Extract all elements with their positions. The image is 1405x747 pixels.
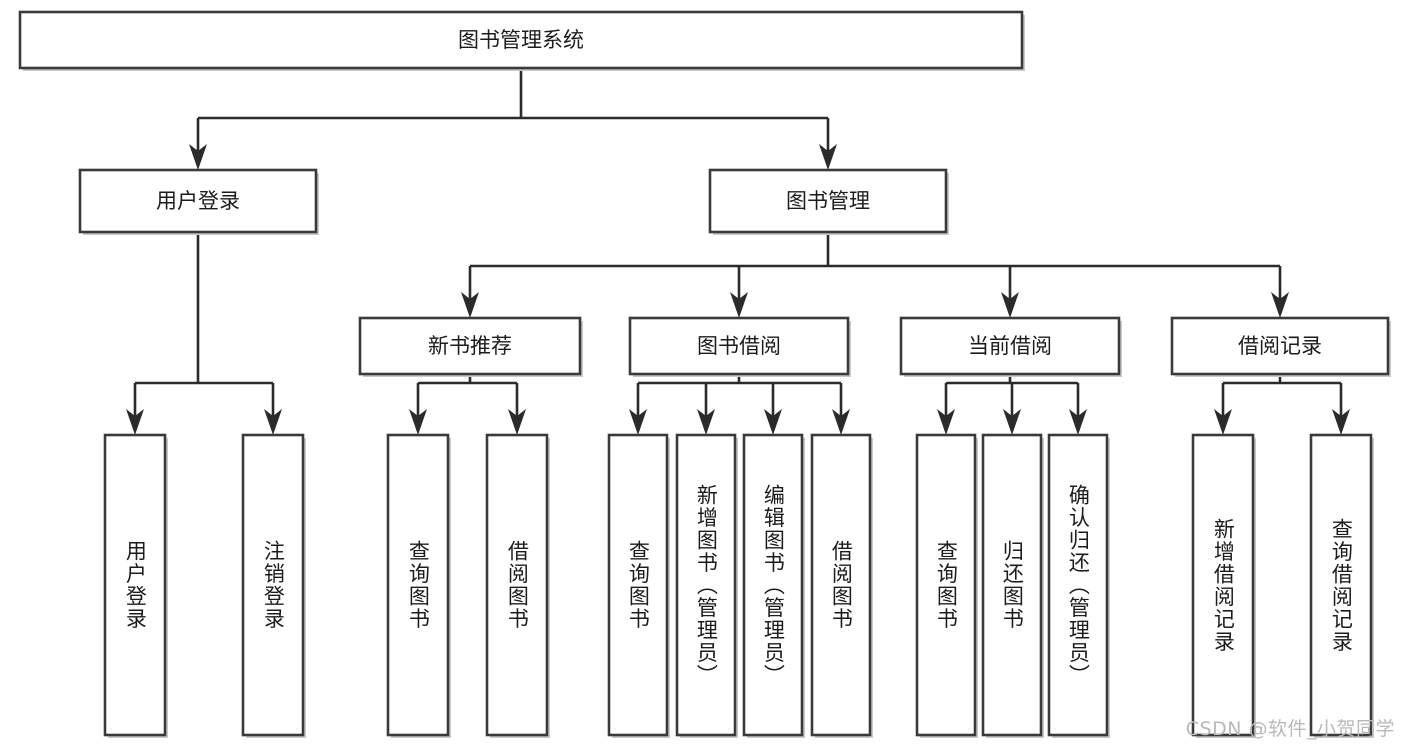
arrow-head-icon: [264, 409, 282, 435]
node-label-book-borrow: 图书借阅: [697, 334, 781, 358]
node-box-leaf-add-record[interactable]: [1191, 433, 1255, 737]
arrow-head-icon: [819, 144, 837, 170]
node-box-leaf-query-book-borrow[interactable]: [607, 433, 669, 737]
node-box-user-login[interactable]: [78, 168, 318, 234]
arrow-head-icon: [1001, 292, 1019, 318]
node-box-leaf-borrow-book[interactable]: [810, 433, 872, 737]
node-label-book-manage: 图书管理: [786, 189, 870, 213]
node-box-leaf-add-book[interactable]: [675, 433, 737, 737]
arrow-head-icon: [730, 292, 748, 318]
node-box-leaf-borrow-book-rec[interactable]: [485, 433, 549, 737]
arrow-head-icon: [697, 409, 715, 435]
node-box-leaf-user-logout[interactable]: [241, 433, 305, 737]
arrow-head-icon: [629, 409, 647, 435]
node-label-new-book-recommend: 新书推荐: [428, 334, 512, 358]
node-box-book-borrow[interactable]: [628, 316, 850, 376]
node-box-leaf-edit-book[interactable]: [742, 433, 804, 737]
node-box-current-borrow[interactable]: [899, 316, 1121, 376]
arrow-head-icon: [937, 409, 955, 435]
arrow-head-icon: [1069, 409, 1087, 435]
node-box-book-manage[interactable]: [708, 168, 948, 234]
arrow-head-icon: [1214, 409, 1232, 435]
node-label-root: 图书管理系统: [458, 28, 584, 52]
boxes-layer: [18, 10, 1391, 738]
arrow-head-icon: [1003, 409, 1021, 435]
node-box-new-book-recommend[interactable]: [358, 316, 582, 376]
arrow-head-icon: [126, 409, 144, 435]
node-box-borrow-records[interactable]: [1170, 316, 1390, 376]
arrow-head-icon: [832, 409, 850, 435]
node-label-current-borrow: 当前借阅: [968, 334, 1052, 358]
arrow-head-icon: [508, 409, 526, 435]
arrow-head-icon: [461, 292, 479, 318]
arrow-head-icon: [1271, 292, 1289, 318]
node-box-leaf-query-book-current[interactable]: [915, 433, 977, 737]
arrow-head-icon: [1332, 409, 1350, 435]
csdn-watermark: CSDN @软件_小贺同学: [1185, 718, 1395, 740]
node-box-leaf-query-record[interactable]: [1309, 433, 1373, 737]
arrow-head-icon: [189, 144, 207, 170]
node-label-borrow-records: 借阅记录: [1238, 334, 1322, 358]
node-box-leaf-return-book[interactable]: [981, 433, 1043, 737]
node-box-leaf-user-login[interactable]: [103, 433, 167, 737]
arrow-head-icon: [409, 409, 427, 435]
node-box-leaf-query-book-rec[interactable]: [386, 433, 450, 737]
node-box-root[interactable]: [18, 10, 1024, 70]
node-label-user-login: 用户登录: [156, 189, 240, 213]
node-box-leaf-confirm-return[interactable]: [1047, 433, 1109, 737]
arrow-head-icon: [764, 409, 782, 435]
connectors-layer: [126, 68, 1350, 435]
